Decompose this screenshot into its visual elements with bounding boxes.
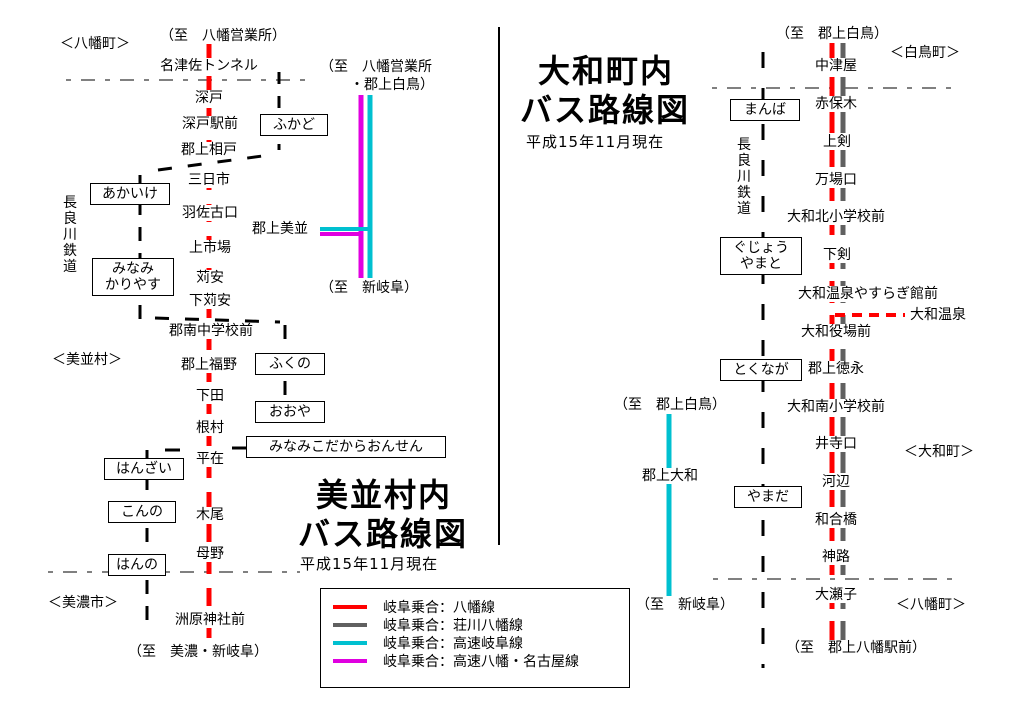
left-date: 平成15年11月現在	[300, 555, 439, 573]
legend-swatch-gray	[333, 623, 367, 627]
legend-swatch-magenta	[333, 659, 367, 663]
legend: 岐阜乗合：八幡線 岐阜乗合：荘川八幡線 岐阜乗合：高速岐阜線 岐阜乗合：高速八幡…	[320, 588, 630, 688]
region-hachiman-left: ＜八幡町＞	[60, 36, 130, 52]
stop-label: 大和北小学校前	[787, 209, 885, 225]
right-top-terminal: （至 郡上白鳥）	[776, 26, 888, 42]
stop-label: 下苅安	[189, 293, 231, 309]
stop-label: 深戸	[195, 90, 223, 106]
stop-label: 和合橋	[815, 512, 857, 528]
region-shirotori: ＜白鳥町＞	[890, 45, 960, 61]
stop-label: 苅安	[196, 270, 224, 286]
stop-label: 下田	[196, 388, 224, 404]
stop-label: 大和役場前	[801, 324, 871, 340]
stop-label: 万場口	[815, 172, 857, 188]
express-bottom-terminal: （至 新岐阜）	[320, 280, 418, 296]
stop-label: 名津佐トンネル	[160, 58, 258, 74]
stop-label: 根村	[196, 420, 224, 436]
region-mino: ＜美濃市＞	[48, 595, 118, 611]
stop-label: 洲原神社前	[175, 612, 245, 628]
express-right-top-terminal: （至 郡上白鳥）	[614, 397, 726, 413]
legend-label: 岐阜乗合：荘川八幡線	[383, 618, 523, 634]
station-hanzai[interactable]: はんざい	[104, 458, 184, 480]
legend-item-express-nagoya: 岐阜乗合：高速八幡・名古屋線	[333, 653, 579, 670]
legend-label: 岐阜乗合：高速岐阜線	[383, 636, 523, 652]
station-fukado[interactable]: ふかど	[260, 114, 328, 136]
stop-label: 上市場	[189, 240, 231, 256]
left-top-terminal: （至 八幡営業所）	[160, 28, 286, 44]
left-title-line2: バス路線図	[298, 515, 469, 553]
stop-label: 井寺口	[815, 436, 857, 452]
right-date: 平成15年11月現在	[526, 133, 665, 151]
region-hachiman-right: ＜八幡町＞	[896, 597, 966, 613]
station-fukuno[interactable]: ふくの	[255, 353, 325, 375]
stop-label: 神路	[822, 549, 850, 565]
station-minami-kariyasu[interactable]: みなみ かりやす	[92, 258, 174, 296]
legend-item-hachiman: 岐阜乗合：八幡線	[333, 599, 495, 616]
branch-stop-yamato-onsen: 大和温泉	[910, 307, 966, 323]
stop-label: 大瀬子	[815, 587, 857, 603]
region-yamato: ＜大和町＞	[904, 444, 974, 460]
stop-label: 郡上福野	[181, 357, 237, 373]
station-manba[interactable]: まんば	[730, 99, 800, 121]
stop-label: 河辺	[822, 474, 850, 490]
region-minami: ＜美並村＞	[52, 352, 122, 368]
stop-label: 三日市	[188, 172, 230, 188]
right-bottom-terminal: （至 郡上八幡駅前）	[786, 640, 926, 656]
express-stop-gujo-yamato: 郡上大和	[642, 468, 698, 484]
stop-label: 母野	[196, 546, 224, 562]
stop-label: 赤保木	[815, 96, 857, 112]
station-ooya[interactable]: おおや	[255, 401, 325, 423]
express-top-terminal-line1: （至 八幡営業所	[320, 59, 432, 75]
stop-label: 下剣	[823, 247, 851, 263]
stop-label: 上剣	[823, 134, 851, 150]
stop-label: 郡上相戸	[181, 142, 237, 158]
station-akaike[interactable]: あかいけ	[90, 183, 170, 205]
stop-label: 木尾	[196, 507, 224, 523]
legend-label: 岐阜乗合：高速八幡・名古屋線	[383, 654, 579, 670]
left-title-line1: 美並村内	[316, 476, 453, 514]
station-yamada[interactable]: やまだ	[734, 486, 802, 508]
stop-label: 平在	[196, 451, 224, 467]
station-hanno[interactable]: はんの	[108, 554, 166, 576]
express-top-terminal-line2: ・郡上白鳥）	[350, 77, 434, 93]
legend-swatch-cyan	[333, 641, 367, 645]
legend-swatch-red	[333, 605, 367, 609]
legend-item-express-gifu: 岐阜乗合：高速岐阜線	[333, 635, 523, 652]
stop-label: 郡上徳永	[808, 361, 864, 377]
legend-item-shokawa: 岐阜乗合：荘川八幡線	[333, 617, 523, 634]
right-title-line2: バス路線図	[520, 91, 691, 129]
stop-label: 大和南小学校前	[787, 399, 885, 415]
railway-label-right: 長良川鉄道	[737, 137, 751, 217]
express-right-bottom-terminal: （至 新岐阜）	[636, 597, 734, 613]
stop-label: 大和温泉やすらぎ館前	[798, 286, 938, 302]
station-konno[interactable]: こんの	[108, 501, 176, 523]
stop-label: 羽佐古口	[182, 205, 238, 221]
stop-label: 深戸駅前	[182, 116, 238, 132]
express-stop-gujo-minami: 郡上美並	[252, 221, 308, 237]
station-minami-kodakara-onsen[interactable]: みなみこだからおんせん	[246, 436, 446, 458]
right-title-line1: 大和町内	[538, 52, 675, 90]
station-tokunaga[interactable]: とくなが	[720, 359, 802, 381]
railway-label-left: 長良川鉄道	[63, 195, 77, 275]
stop-label: 郡南中学校前	[169, 323, 253, 339]
legend-label: 岐阜乗合：八幡線	[383, 600, 495, 616]
station-gujo-yamato[interactable]: ぐじょう やまと	[720, 237, 802, 275]
left-bottom-terminal: （至 美濃・新岐阜）	[128, 644, 268, 660]
stop-label: 中津屋	[815, 58, 857, 74]
